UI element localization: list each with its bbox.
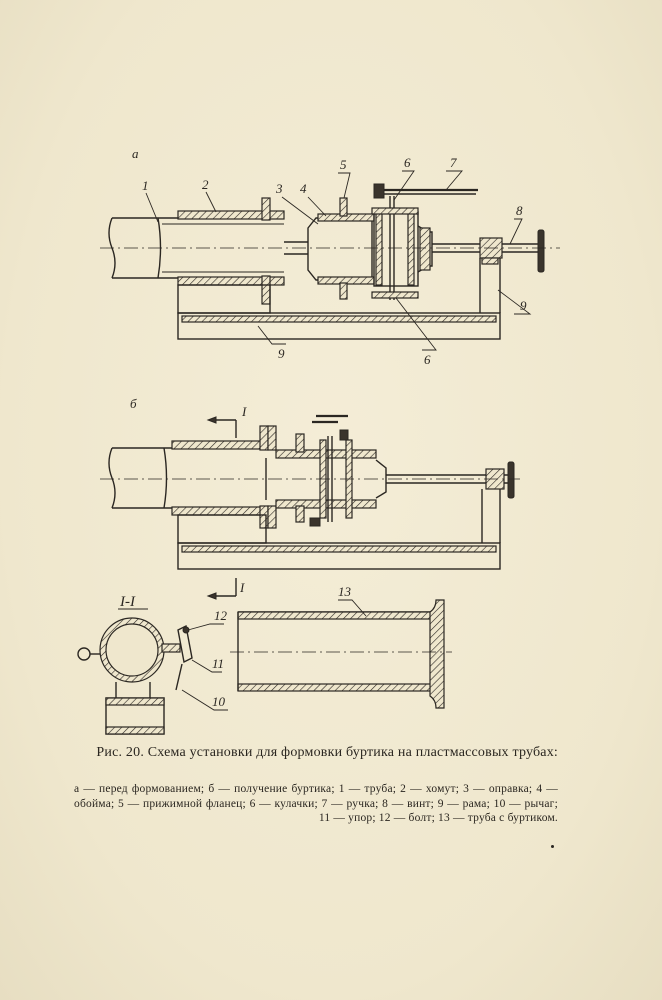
handle-7 [373, 183, 478, 199]
label-6-bottom: 6 [424, 352, 431, 367]
label-2: 2 [202, 177, 209, 192]
label-3: 3 [275, 181, 283, 196]
svg-text:I: I [239, 580, 245, 595]
mandrel-3 [307, 217, 373, 281]
label-7: 7 [450, 155, 457, 170]
clamp-2-top [177, 210, 285, 220]
screw-8 [417, 225, 545, 273]
label-13: 13 [338, 584, 352, 599]
frame-9 [177, 257, 501, 340]
view-b: б I [100, 396, 520, 600]
section-i-i: I-I 12 11 10 [77, 594, 228, 735]
svg-text:I: I [241, 404, 247, 419]
pipe-1-b [108, 447, 268, 509]
pipe-13-with-collar: 13 [230, 584, 452, 709]
label-4: 4 [300, 181, 307, 196]
page-mark [551, 845, 554, 848]
label-12: 12 [214, 608, 228, 623]
clamp-2-flange-bottom [261, 275, 271, 305]
section-marker-top: I [206, 404, 247, 438]
label-8: 8 [516, 203, 523, 218]
label-1: 1 [142, 178, 149, 193]
figure-caption-legend: а — перед формованием; б — получение бур… [74, 783, 558, 824]
label-9-bottom: 9 [278, 346, 285, 361]
section-marker-bottom: I [206, 578, 245, 600]
label-6-top: 6 [404, 155, 411, 170]
view-b-label: б [130, 396, 137, 411]
label-11: 11 [212, 656, 224, 671]
clamp-support [177, 284, 271, 314]
clamp-2-flange-top [261, 197, 271, 221]
section-title: I-I [119, 594, 136, 610]
pressure-flange-5-bottom [339, 282, 348, 300]
label-5: 5 [340, 157, 347, 172]
view-a-label: а [132, 146, 139, 161]
label-9-right: 9 [520, 298, 527, 313]
figure-caption-title: Рис. 20. Схема установки для формовки бу… [96, 745, 558, 760]
pressure-flange-5-top [339, 197, 348, 217]
view-a: а [100, 146, 560, 367]
label-10: 10 [212, 694, 226, 709]
